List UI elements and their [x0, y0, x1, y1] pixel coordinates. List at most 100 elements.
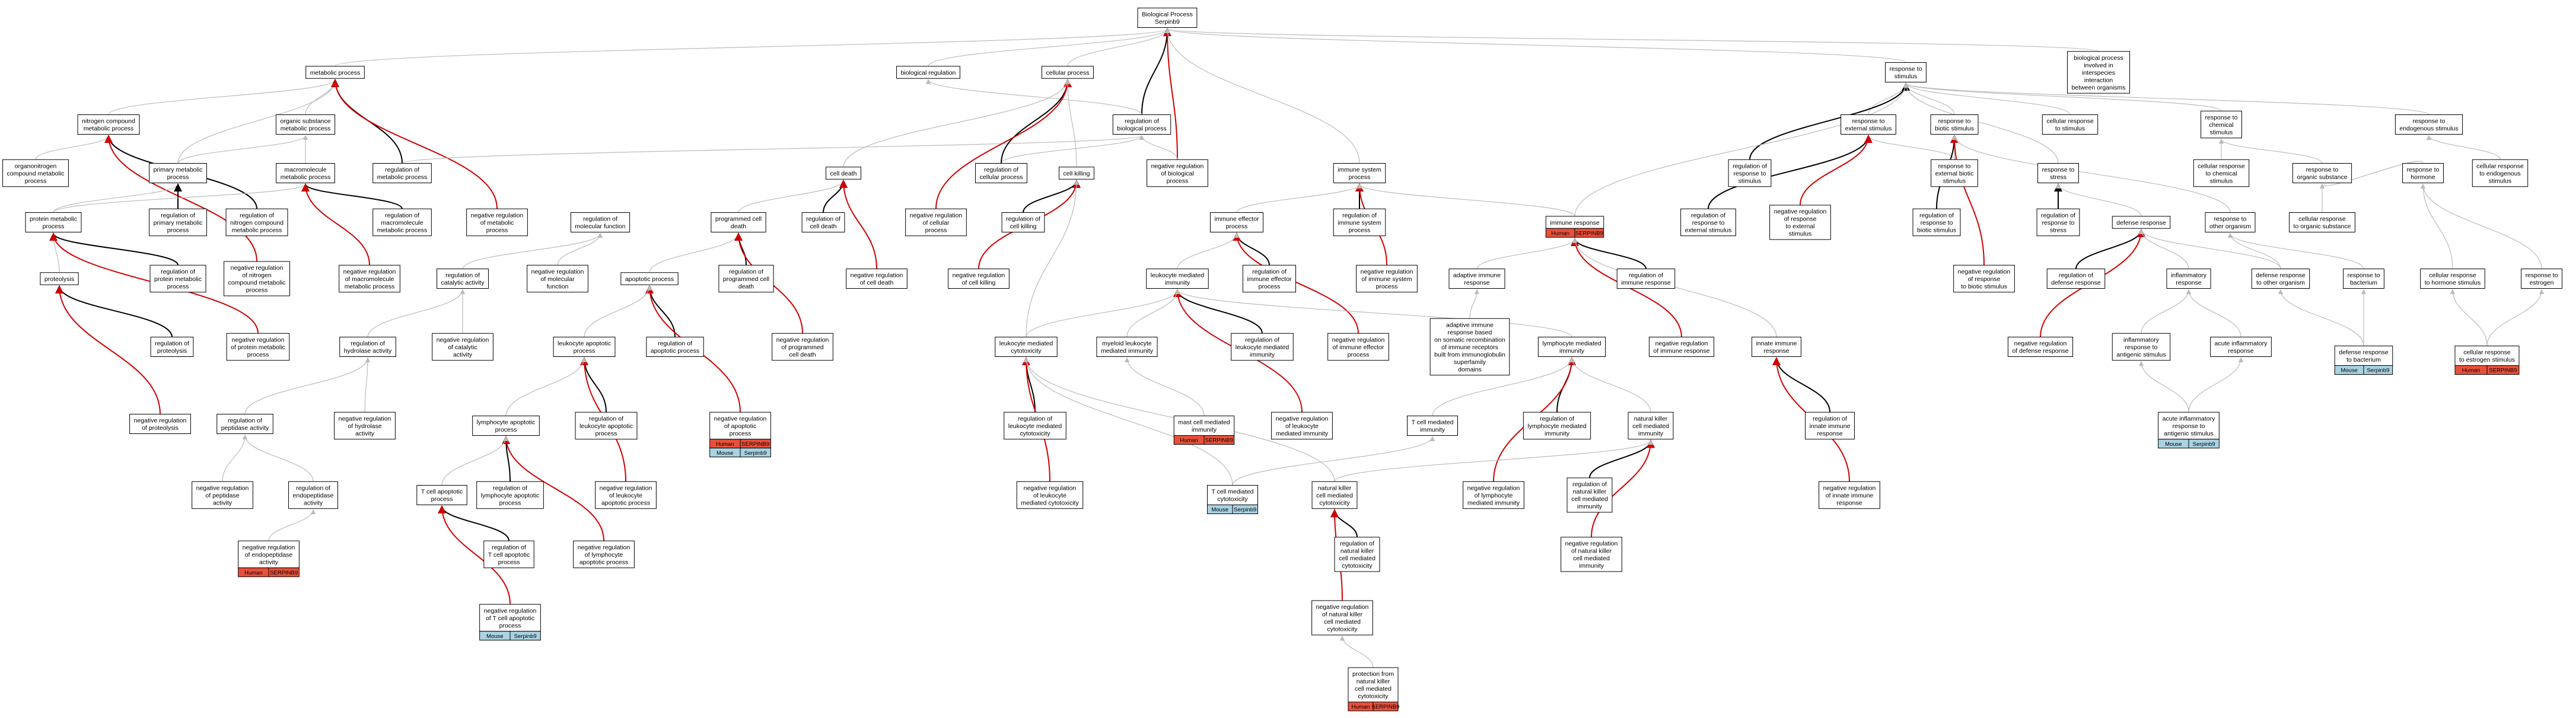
- go-term-node[interactable]: biological regulation: [896, 66, 960, 79]
- go-term-node[interactable]: defense response: [2112, 216, 2171, 229]
- go-term-node[interactable]: metabolic process: [305, 66, 365, 79]
- go-term-node[interactable]: cell death: [826, 167, 861, 180]
- go-term-node[interactable]: apoptotic process: [620, 272, 679, 285]
- go-term-node[interactable]: cell killing: [1059, 167, 1094, 180]
- go-term-node[interactable]: cellular process: [1042, 66, 1094, 79]
